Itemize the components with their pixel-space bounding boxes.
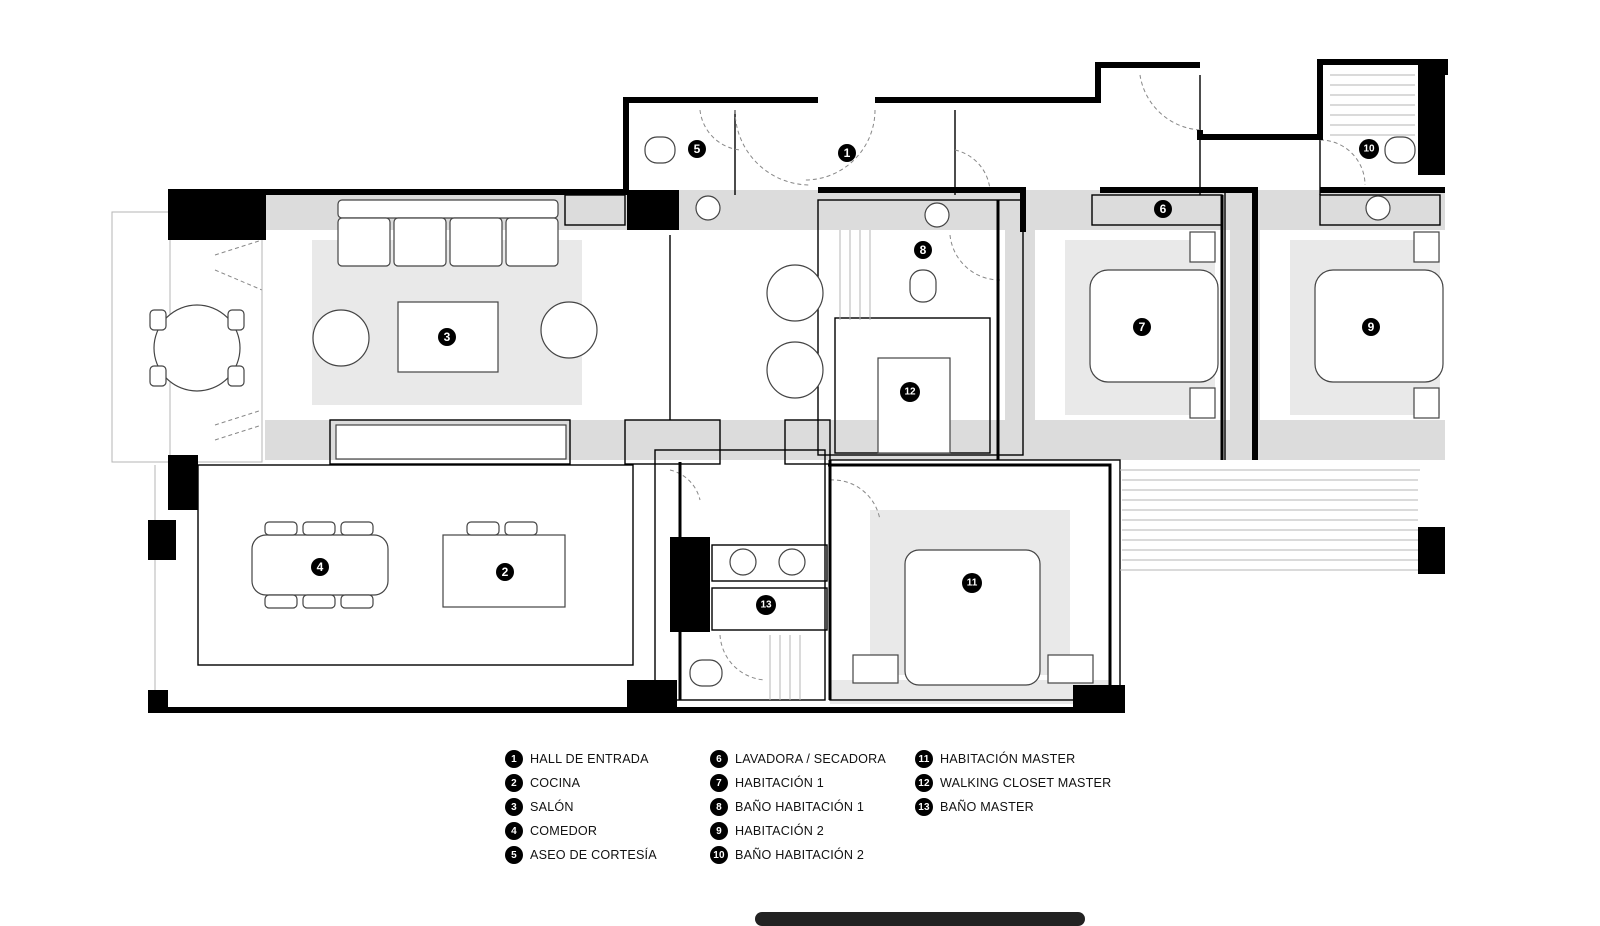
terrace-hatch (769, 74, 1418, 700)
legend-label: ASEO DE CORTESÍA (530, 848, 657, 862)
room-marker-10: 10 (1359, 139, 1379, 159)
legend-item: 4 COMEDOR (505, 819, 710, 843)
legend-label: LAVADORA / SECADORA (735, 752, 887, 766)
legend-item: 3 SALÓN (505, 795, 710, 819)
legend-label: WALKING CLOSET MASTER (940, 776, 1112, 790)
legend-number: 13 (915, 798, 933, 816)
svg-text:8: 8 (920, 243, 927, 257)
exterior-walls (148, 59, 1448, 713)
legend-item: 8 BAÑO HABITACIÓN 1 (710, 795, 915, 819)
legend-label: BAÑO HABITACIÓN 2 (735, 848, 865, 862)
room-marker-2: 2 (496, 563, 514, 581)
legend-item: 13 BAÑO MASTER (915, 795, 1120, 819)
bottom-bar (755, 912, 1085, 926)
legend-label: HABITACIÓN MASTER (940, 752, 1076, 766)
legend-label: HALL DE ENTRADA (530, 752, 649, 766)
svg-text:11: 11 (967, 578, 978, 589)
legend-item: 12 WALKING CLOSET MASTER (915, 771, 1120, 795)
legend-label: BAÑO MASTER (940, 800, 1034, 814)
room-marker-6: 6 (1154, 200, 1172, 218)
legend-number: 7 (710, 774, 728, 792)
room-marker-13: 13 (756, 595, 776, 615)
room-marker-4: 4 (311, 558, 329, 576)
svg-text:13: 13 (760, 600, 772, 611)
legend-number: 8 (710, 798, 728, 816)
svg-text:2: 2 (502, 565, 509, 579)
legend-number: 10 (710, 846, 728, 864)
svg-text:5: 5 (694, 142, 701, 156)
room-marker-3: 3 (438, 328, 456, 346)
room-marker-12: 12 (900, 382, 920, 402)
svg-text:12: 12 (904, 387, 916, 398)
room-marker-9: 9 (1362, 318, 1380, 336)
legend-item: 11 HABITACIÓN MASTER (915, 747, 1120, 771)
legend-number: 1 (505, 750, 523, 768)
legend-item: 5 ASEO DE CORTESÍA (505, 843, 710, 867)
legend-item: 7 HABITACIÓN 1 (710, 771, 915, 795)
door-swings (214, 74, 1366, 681)
room-marker-7: 7 (1133, 318, 1151, 336)
legend-item: 10 BAÑO HABITACIÓN 2 (710, 843, 915, 867)
room-marker-1: 1 (838, 144, 856, 162)
legend-label: BAÑO HABITACIÓN 1 (735, 800, 865, 814)
legend-item: 9 HABITACIÓN 2 (710, 819, 915, 843)
legend-number: 9 (710, 822, 728, 840)
legend-column: 1 HALL DE ENTRADA 2 COCINA 3 SALÓN 4 COMEDOR… (505, 747, 710, 867)
svg-text:6: 6 (1160, 202, 1167, 216)
room-markers: 1 2 3 4 5 6 7 8 9 10 11 12 13 (311, 139, 1380, 615)
legend-label: COMEDOR (530, 824, 598, 838)
legend-item: 2 COCINA (505, 771, 710, 795)
legend-number: 5 (505, 846, 523, 864)
legend-label: SALÓN (530, 800, 574, 814)
legend-number: 11 (915, 750, 933, 768)
svg-text:9: 9 (1368, 320, 1375, 334)
room-marker-11: 11 (962, 573, 982, 593)
svg-text:4: 4 (317, 560, 324, 574)
svg-text:3: 3 (444, 330, 451, 344)
legend-label: HABITACIÓN 1 (735, 776, 824, 790)
room-marker-8: 8 (914, 241, 932, 259)
svg-text:7: 7 (1139, 320, 1146, 334)
legend-column: 11 HABITACIÓN MASTER 12 WALKING CLOSET MAS… (915, 747, 1120, 867)
legend-number: 2 (505, 774, 523, 792)
legend-number: 6 (710, 750, 728, 768)
room-marker-5: 5 (688, 140, 706, 158)
legend-number: 12 (915, 774, 933, 792)
legend-label: COCINA (530, 776, 581, 790)
svg-text:1: 1 (844, 146, 851, 160)
legend-item: 6 LAVADORA / SECADORA (710, 747, 915, 771)
legend-label: HABITACIÓN 2 (735, 824, 824, 838)
legend-item: 1 HALL DE ENTRADA (505, 747, 710, 771)
legend-number: 3 (505, 798, 523, 816)
svg-text:10: 10 (1363, 144, 1375, 155)
room-legend: 1 HALL DE ENTRADA 2 COCINA 3 SALÓN 4 COMEDOR… (505, 747, 1120, 867)
legend-number: 4 (505, 822, 523, 840)
